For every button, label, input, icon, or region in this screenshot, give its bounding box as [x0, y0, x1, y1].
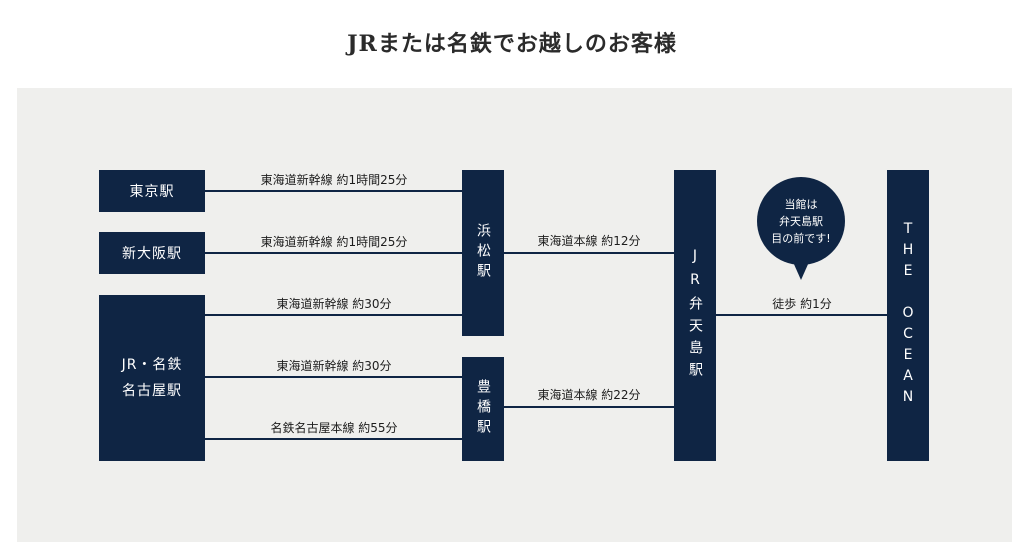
- line-tokyo-hamamatsu: [205, 190, 463, 192]
- speech-bubble-tail: [793, 262, 809, 280]
- route-label-nagoya-hamamatsu: 東海道新幹線 約30分: [276, 297, 392, 311]
- route-label-shinosaka: 東海道新幹線 約1時間25分: [260, 235, 408, 249]
- station-nagoya: JR・名鉄 名古屋駅: [99, 295, 205, 461]
- route-label-toyohashi-bentenjima: 東海道本線 約22分: [537, 388, 641, 402]
- station-tokyo: 東京駅: [99, 170, 205, 212]
- speech-bubble: 当館は 弁天島駅 目の前です!: [757, 177, 845, 265]
- route-label-tokyo: 東海道新幹線 約1時間25分: [260, 173, 408, 187]
- line-bentenjima-ocean: [715, 314, 888, 316]
- line-toyohashi-bentenjima: [503, 406, 675, 408]
- route-label-nagoya-toyohashi-shinkansen: 東海道新幹線 約30分: [276, 359, 392, 373]
- line-nagoya-toyohashi-shinkansen: [205, 376, 463, 378]
- station-hamamatsu: 浜松駅: [462, 170, 504, 336]
- bubble-line-3: 目の前です!: [771, 231, 831, 245]
- page-title: JRまたは名鉄でお越しのお客様: [347, 31, 677, 57]
- line-shinosaka-hamamatsu: [205, 252, 463, 254]
- line-nagoya-toyohashi-meitetsu: [205, 438, 463, 440]
- station-toyohashi: 豊橋駅: [462, 357, 504, 461]
- route-label-walk: 徒歩 約1分: [772, 297, 832, 311]
- station-nagoya-line1: JR・名鉄: [121, 357, 183, 373]
- route-label-hamamatsu-bentenjima: 東海道本線 約12分: [537, 234, 641, 248]
- route-label-nagoya-toyohashi-meitetsu: 名鉄名古屋本線 約55分: [270, 421, 398, 435]
- line-hamamatsu-bentenjima: [503, 252, 675, 254]
- station-bentenjima: JR弁天島駅: [674, 170, 716, 461]
- line-nagoya-hamamatsu: [205, 314, 463, 316]
- bubble-line-2: 弁天島駅: [779, 214, 823, 228]
- station-shin-osaka: 新大阪駅: [99, 232, 205, 274]
- destination-the-ocean: THE OCEAN: [887, 170, 929, 461]
- station-nagoya-line2: 名古屋駅: [122, 383, 182, 399]
- bubble-line-1: 当館は: [784, 197, 818, 211]
